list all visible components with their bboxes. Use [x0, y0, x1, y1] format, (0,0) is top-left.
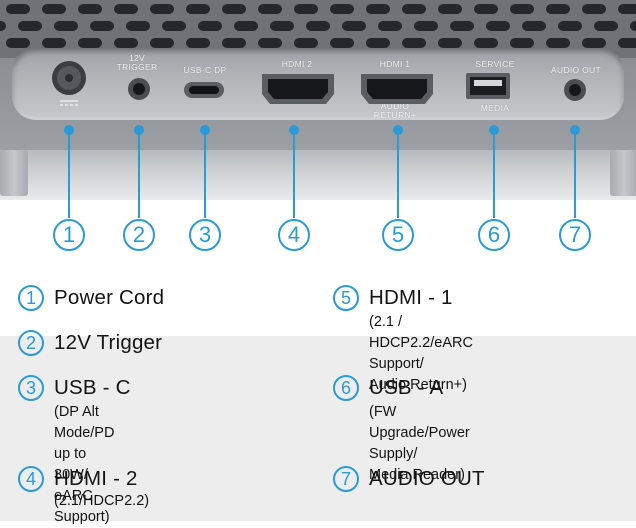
legend-title: HDMI - 2: [54, 467, 138, 490]
legend-title: 12V Trigger: [54, 331, 163, 354]
callout-7: 7: [559, 219, 591, 251]
legend-number: 7: [333, 466, 359, 492]
device-rear-panel: 12V TRIGGER USB-C DP HDMI 2 HDMI 1 AUDIO…: [0, 0, 636, 200]
legend-title: HDMI - 1: [369, 286, 453, 309]
legend-number: 5: [333, 285, 359, 311]
legend-number: 3: [18, 375, 44, 401]
device-foot-right: [610, 150, 636, 196]
legend-background: [0, 336, 636, 521]
legend-number: 6: [333, 375, 359, 401]
port-label-hdmi-1: HDMI 1: [379, 59, 411, 69]
port-label-12v-trigger: 12V TRIGGER: [116, 53, 158, 72]
device-foot-left: [0, 150, 28, 196]
legend-detail: (2.1 / HDCP2.2/eARC Support/ Audio Retur…: [369, 314, 473, 393]
hdmi-2-port-icon: [262, 74, 334, 104]
legend-title: AUDIO OUT: [369, 467, 485, 490]
device-base: [0, 150, 636, 200]
legend-detail: (2.1/HDCP2.2): [54, 493, 150, 509]
port-sublabel-media: MEDIA: [480, 103, 510, 113]
legend-number: 1: [18, 285, 44, 311]
audio-out-jack-icon: [564, 79, 586, 101]
callout-2: 2: [123, 219, 155, 251]
legend-detail: (DP Alt Mode/PD up to 30W/ eARC Support): [54, 404, 115, 525]
callout-3: 3: [189, 219, 221, 251]
usb-c-port-icon: [184, 82, 224, 98]
leader-lines: [64, 125, 580, 218]
ports-and-leaders: [52, 61, 586, 218]
callout-4: 4: [278, 219, 310, 251]
legend-number: 4: [18, 466, 44, 492]
legend-number: 2: [18, 330, 44, 356]
callout-1: 1: [53, 219, 85, 251]
legend-title: USB - C: [54, 376, 131, 399]
callout-6: 6: [478, 219, 510, 251]
legend-title: USB - A: [369, 376, 444, 399]
legend-title: Power Cord: [54, 286, 165, 309]
usb-a-port-icon: [466, 73, 510, 99]
port-label-hdmi-2: HDMI 2: [281, 59, 313, 69]
port-label-audio-out: AUDIO OUT: [551, 65, 601, 75]
legend-detail: (FW Upgrade/Power Supply/ Media Reader): [369, 404, 470, 483]
power-socket-icon: [52, 61, 86, 106]
port-sublabel-hdmi-1: AUDIO RETURN+: [373, 101, 417, 120]
hdmi-1-port-icon: [361, 74, 433, 104]
port-label-usb-c: USB-C DP: [183, 65, 227, 75]
trigger-jack-icon: [128, 78, 150, 100]
port-label-service: SERVICE: [475, 59, 515, 69]
callout-5: 5: [382, 219, 414, 251]
